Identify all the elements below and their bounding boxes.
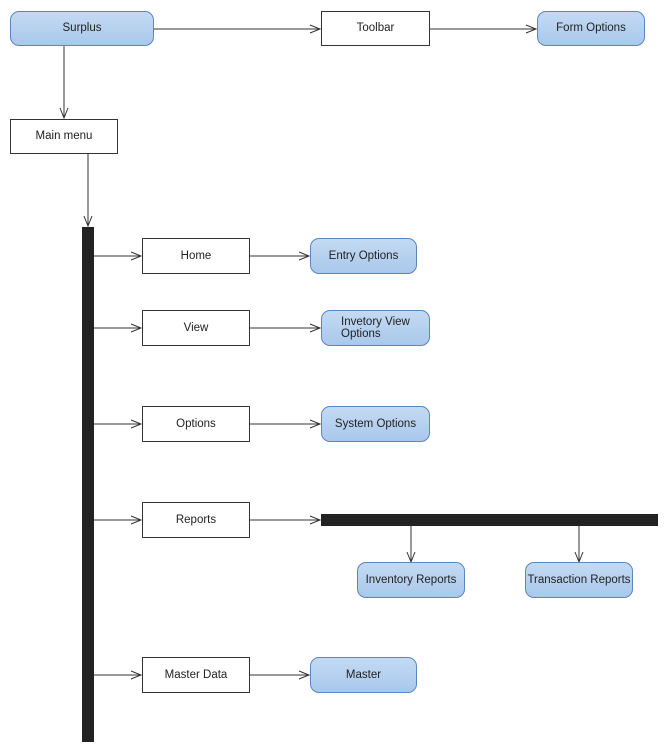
node-options: Options <box>142 406 250 442</box>
vertical-fork-bar <box>82 227 94 742</box>
node-reports: Reports <box>142 502 250 538</box>
node-inventory-reports: Inventory Reports <box>357 562 465 598</box>
node-master: Master <box>310 657 417 693</box>
node-home: Home <box>142 238 250 274</box>
node-master-data: Master Data <box>142 657 250 693</box>
node-main-menu: Main menu <box>10 119 118 154</box>
node-transaction-reports: Transaction Reports <box>525 562 633 598</box>
node-surplus: Surplus <box>10 11 154 46</box>
node-view: View <box>142 310 250 346</box>
horizontal-fork-bar <box>321 514 658 526</box>
node-toolbar: Toolbar <box>321 11 430 46</box>
node-form-options: Form Options <box>537 11 645 46</box>
node-inventory-view-options: Invetory View Options <box>321 310 430 346</box>
node-system-options: System Options <box>321 406 430 442</box>
node-entry-options: Entry Options <box>310 238 417 274</box>
